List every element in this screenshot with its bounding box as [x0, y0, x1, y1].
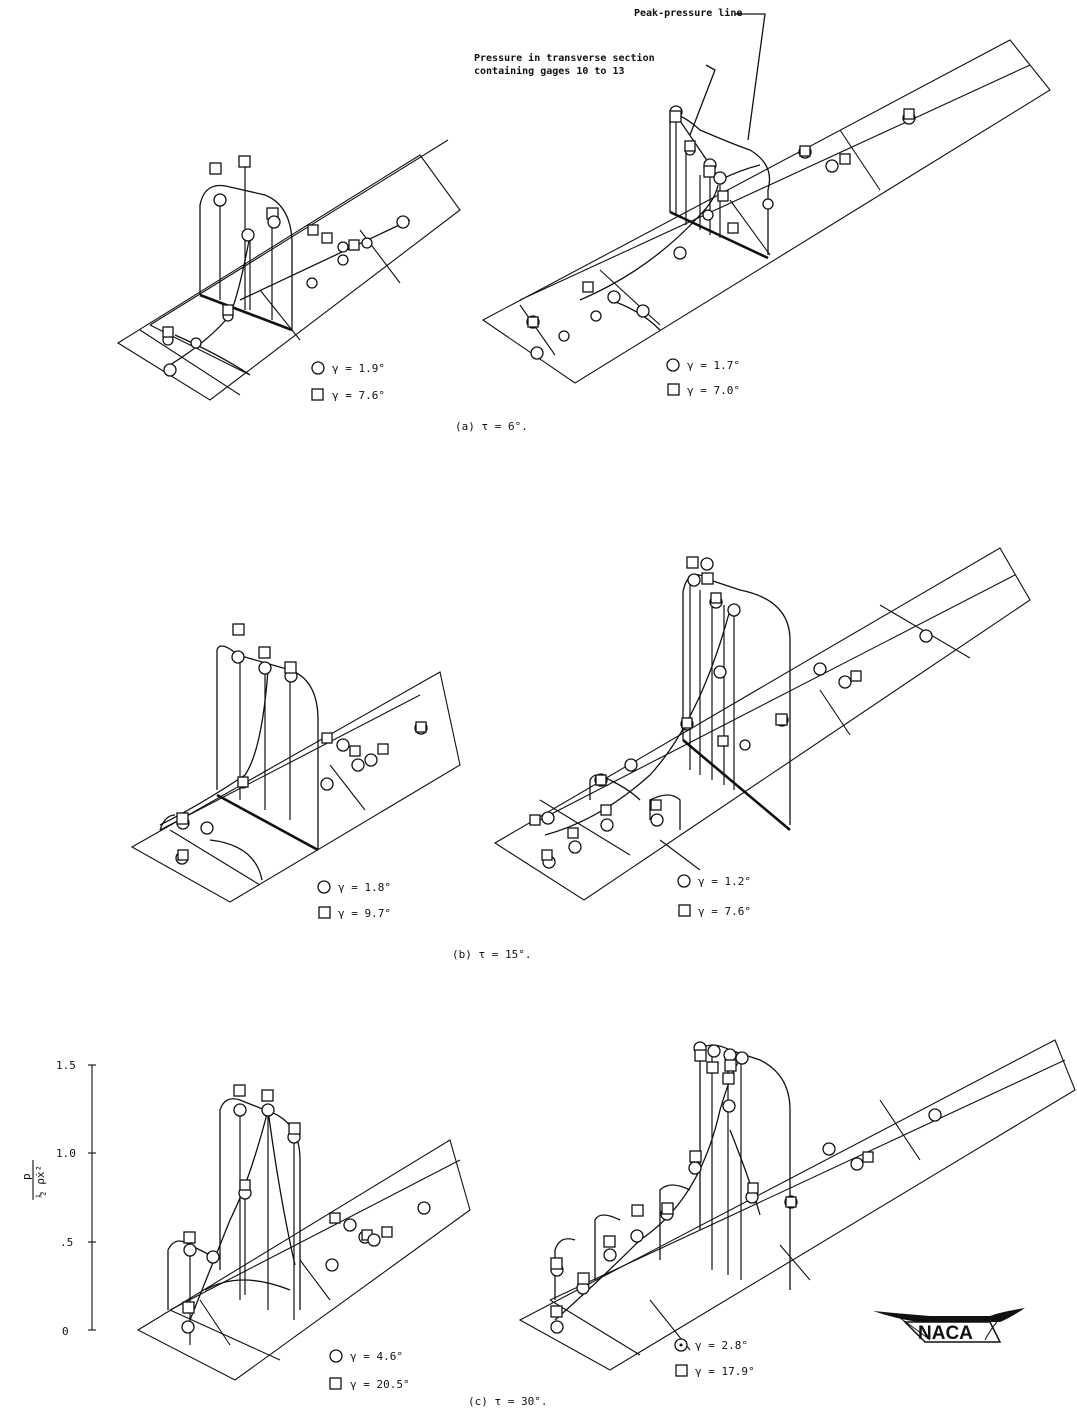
legend-b-left: γ = 1.8° γ = 9.7°: [317, 880, 391, 920]
panel-a-left: γ = 1.9° γ = 7.6°: [116, 139, 461, 402]
plate-outline: [136, 1139, 471, 1381]
y-axis-label: p ½ ρẋ²: [20, 1160, 47, 1200]
legend-c-left: γ = 4.6° γ = 20.5°: [329, 1349, 410, 1391]
transverse-label-line1: Pressure in transverse section: [474, 52, 655, 64]
y-axis-label-denominator: ½ ρẋ²: [34, 1165, 47, 1198]
legend-label: γ = 1.8°: [338, 881, 391, 894]
legend-c-right: γ = 2.8° γ = 17.9°: [674, 1338, 755, 1378]
panel-c-left: γ = 4.6° γ = 20.5°: [136, 1084, 471, 1391]
y-tick-label: 0: [62, 1325, 69, 1338]
legend-label: γ = 17.9°: [695, 1365, 755, 1378]
panel-b-right: γ = 1.2° γ = 7.6°: [493, 547, 1031, 918]
legend-label: γ = 1.7°: [687, 359, 740, 372]
legend-label: γ = 9.7°: [338, 907, 391, 920]
caption-a: (a) τ = 6°.: [455, 420, 528, 433]
annotations: Peak-pressure line Pressure in transvers…: [474, 7, 766, 141]
y-tick-label: 1.0: [56, 1147, 76, 1160]
markers: [529, 556, 933, 869]
legend-label: γ = 20.5°: [350, 1378, 410, 1391]
naca-logo: NACA: [873, 1308, 1025, 1344]
y-tick-label: 1.5: [56, 1059, 76, 1072]
y-tick-label: .5: [60, 1236, 73, 1249]
legend-label: γ = 1.2°: [698, 875, 751, 888]
legend-label: γ = 7.0°: [687, 384, 740, 397]
pressure-envelope: [169, 165, 411, 376]
plate-outline: [518, 1039, 1076, 1371]
plate-outline: [130, 671, 461, 903]
caption-c: (c) τ = 30°.: [468, 1395, 547, 1408]
legend-b-right: γ = 1.2° γ = 7.6°: [677, 874, 751, 918]
markers: [181, 1084, 431, 1334]
markers: [162, 155, 410, 377]
markers: [526, 105, 916, 360]
plate-outline: [116, 139, 461, 401]
legend-a-left: γ = 1.9° γ = 7.6°: [311, 361, 385, 402]
y-axis-label-numerator: p: [20, 1173, 33, 1180]
legend-label: γ = 7.6°: [332, 389, 385, 402]
panel-c-right: γ = 2.8° γ = 17.9°: [518, 1039, 1076, 1378]
y-axis: 0 .5 1.0 1.5 p ½ ρẋ²: [20, 1059, 96, 1338]
transverse-label-line2: containing gages 10 to 13: [474, 65, 625, 77]
legend-label: γ = 1.9°: [332, 362, 385, 375]
legend-label: γ = 2.8°: [695, 1339, 748, 1352]
plate-outline: [493, 547, 1031, 901]
peak-pressure-label: Peak-pressure line: [634, 7, 742, 19]
markers: [550, 1041, 942, 1334]
legend-a-right: γ = 1.7° γ = 7.0°: [666, 358, 740, 397]
panel-b-left: γ = 1.8° γ = 9.7°: [130, 623, 461, 920]
legend-label: γ = 4.6°: [350, 1350, 403, 1363]
legend-label: γ = 7.6°: [698, 905, 751, 918]
markers: [175, 623, 428, 865]
naca-logo-text: NACA: [918, 1323, 973, 1344]
pressure-envelope: [544, 574, 791, 836]
caption-b: (b) τ = 15°.: [452, 948, 531, 961]
plate-outline: [481, 39, 1051, 384]
panel-a-right: γ = 1.7° γ = 7.0° Peak-pressure line Pre…: [474, 7, 1051, 397]
